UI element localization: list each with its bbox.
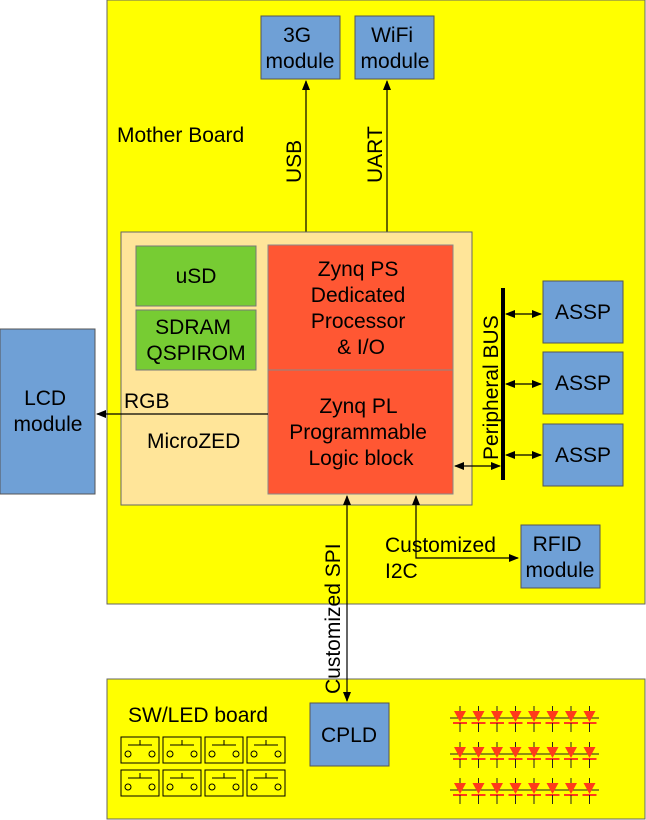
i2c-label: Customized I2C — [385, 534, 502, 583]
3g-module — [260, 15, 341, 80]
rfid-module — [520, 524, 601, 589]
led-icon — [508, 706, 523, 732]
assp-module-3 — [542, 423, 624, 487]
led-icon — [545, 742, 560, 768]
sdram-qspirom-label: SDRAM QSPIROM — [146, 316, 245, 365]
led-icon — [545, 778, 560, 804]
led-icon — [453, 706, 467, 732]
3g-module-label: 3G module — [266, 24, 335, 73]
led-icon — [471, 742, 486, 768]
switch-icon — [246, 769, 286, 797]
switch-icon — [120, 769, 160, 797]
uart-label: UART — [364, 126, 387, 183]
led-icon — [527, 742, 541, 768]
led-icon — [582, 706, 597, 732]
led-icon — [508, 742, 523, 768]
lcd-module-label: LCD module — [14, 387, 83, 436]
zynq-pl-block — [267, 369, 454, 495]
led-icon — [453, 742, 467, 768]
zynq-ps-block — [267, 244, 454, 371]
assp-label-1: ASSP — [555, 301, 611, 324]
led-icon — [490, 742, 504, 768]
led-icon — [453, 778, 467, 804]
led-icon — [564, 706, 578, 732]
rfid-module-label: RFID module — [526, 533, 595, 582]
led-icon — [527, 778, 541, 804]
led-icon — [564, 742, 578, 768]
switch-icon — [162, 736, 202, 764]
led-icon — [545, 706, 560, 732]
sdram-qspirom-block — [135, 309, 257, 371]
switch-icon — [204, 736, 244, 764]
led-icon — [471, 706, 486, 732]
assp-module-1 — [542, 280, 624, 344]
led-icon — [471, 778, 486, 804]
cpld-block — [309, 702, 390, 767]
cpld-label: CPLD — [321, 724, 377, 747]
microzed-label: MicroZED — [147, 430, 240, 453]
spi-label: Customized SPI — [322, 543, 345, 694]
usd-label: uSD — [176, 265, 217, 288]
lcd-module — [0, 328, 96, 495]
sw-led-board-label: SW/LED board — [128, 704, 268, 727]
switch-array — [120, 736, 286, 797]
i2c-link — [412, 495, 519, 562]
switch-icon — [120, 736, 160, 764]
led-icon — [490, 706, 504, 732]
wifi-module-label: WiFi module — [361, 24, 430, 73]
usd-block — [135, 245, 257, 307]
led-icon — [527, 706, 541, 732]
led-array — [450, 706, 599, 804]
zynq-ps-label: Zynq PS Dedicated Processor & I/O — [311, 258, 411, 359]
wifi-module — [354, 15, 435, 80]
zynq-pl-label: Zynq PL Programmable Logic block — [289, 395, 433, 470]
led-icon — [582, 778, 597, 804]
led-icon — [490, 778, 504, 804]
switch-icon — [246, 736, 286, 764]
assp-label-2: ASSP — [555, 372, 611, 395]
led-icon — [564, 778, 578, 804]
mother-board-label: Mother Board — [117, 124, 244, 147]
usb-label: USB — [283, 140, 306, 183]
led-icon — [508, 778, 523, 804]
peripheral-bus-label: Peripheral BUS — [480, 315, 503, 460]
switch-icon — [204, 769, 244, 797]
assp-label-3: ASSP — [555, 444, 611, 467]
led-icon — [582, 742, 597, 768]
switch-icon — [162, 769, 202, 797]
rgb-label: RGB — [124, 390, 170, 413]
assp-module-2 — [542, 351, 624, 415]
